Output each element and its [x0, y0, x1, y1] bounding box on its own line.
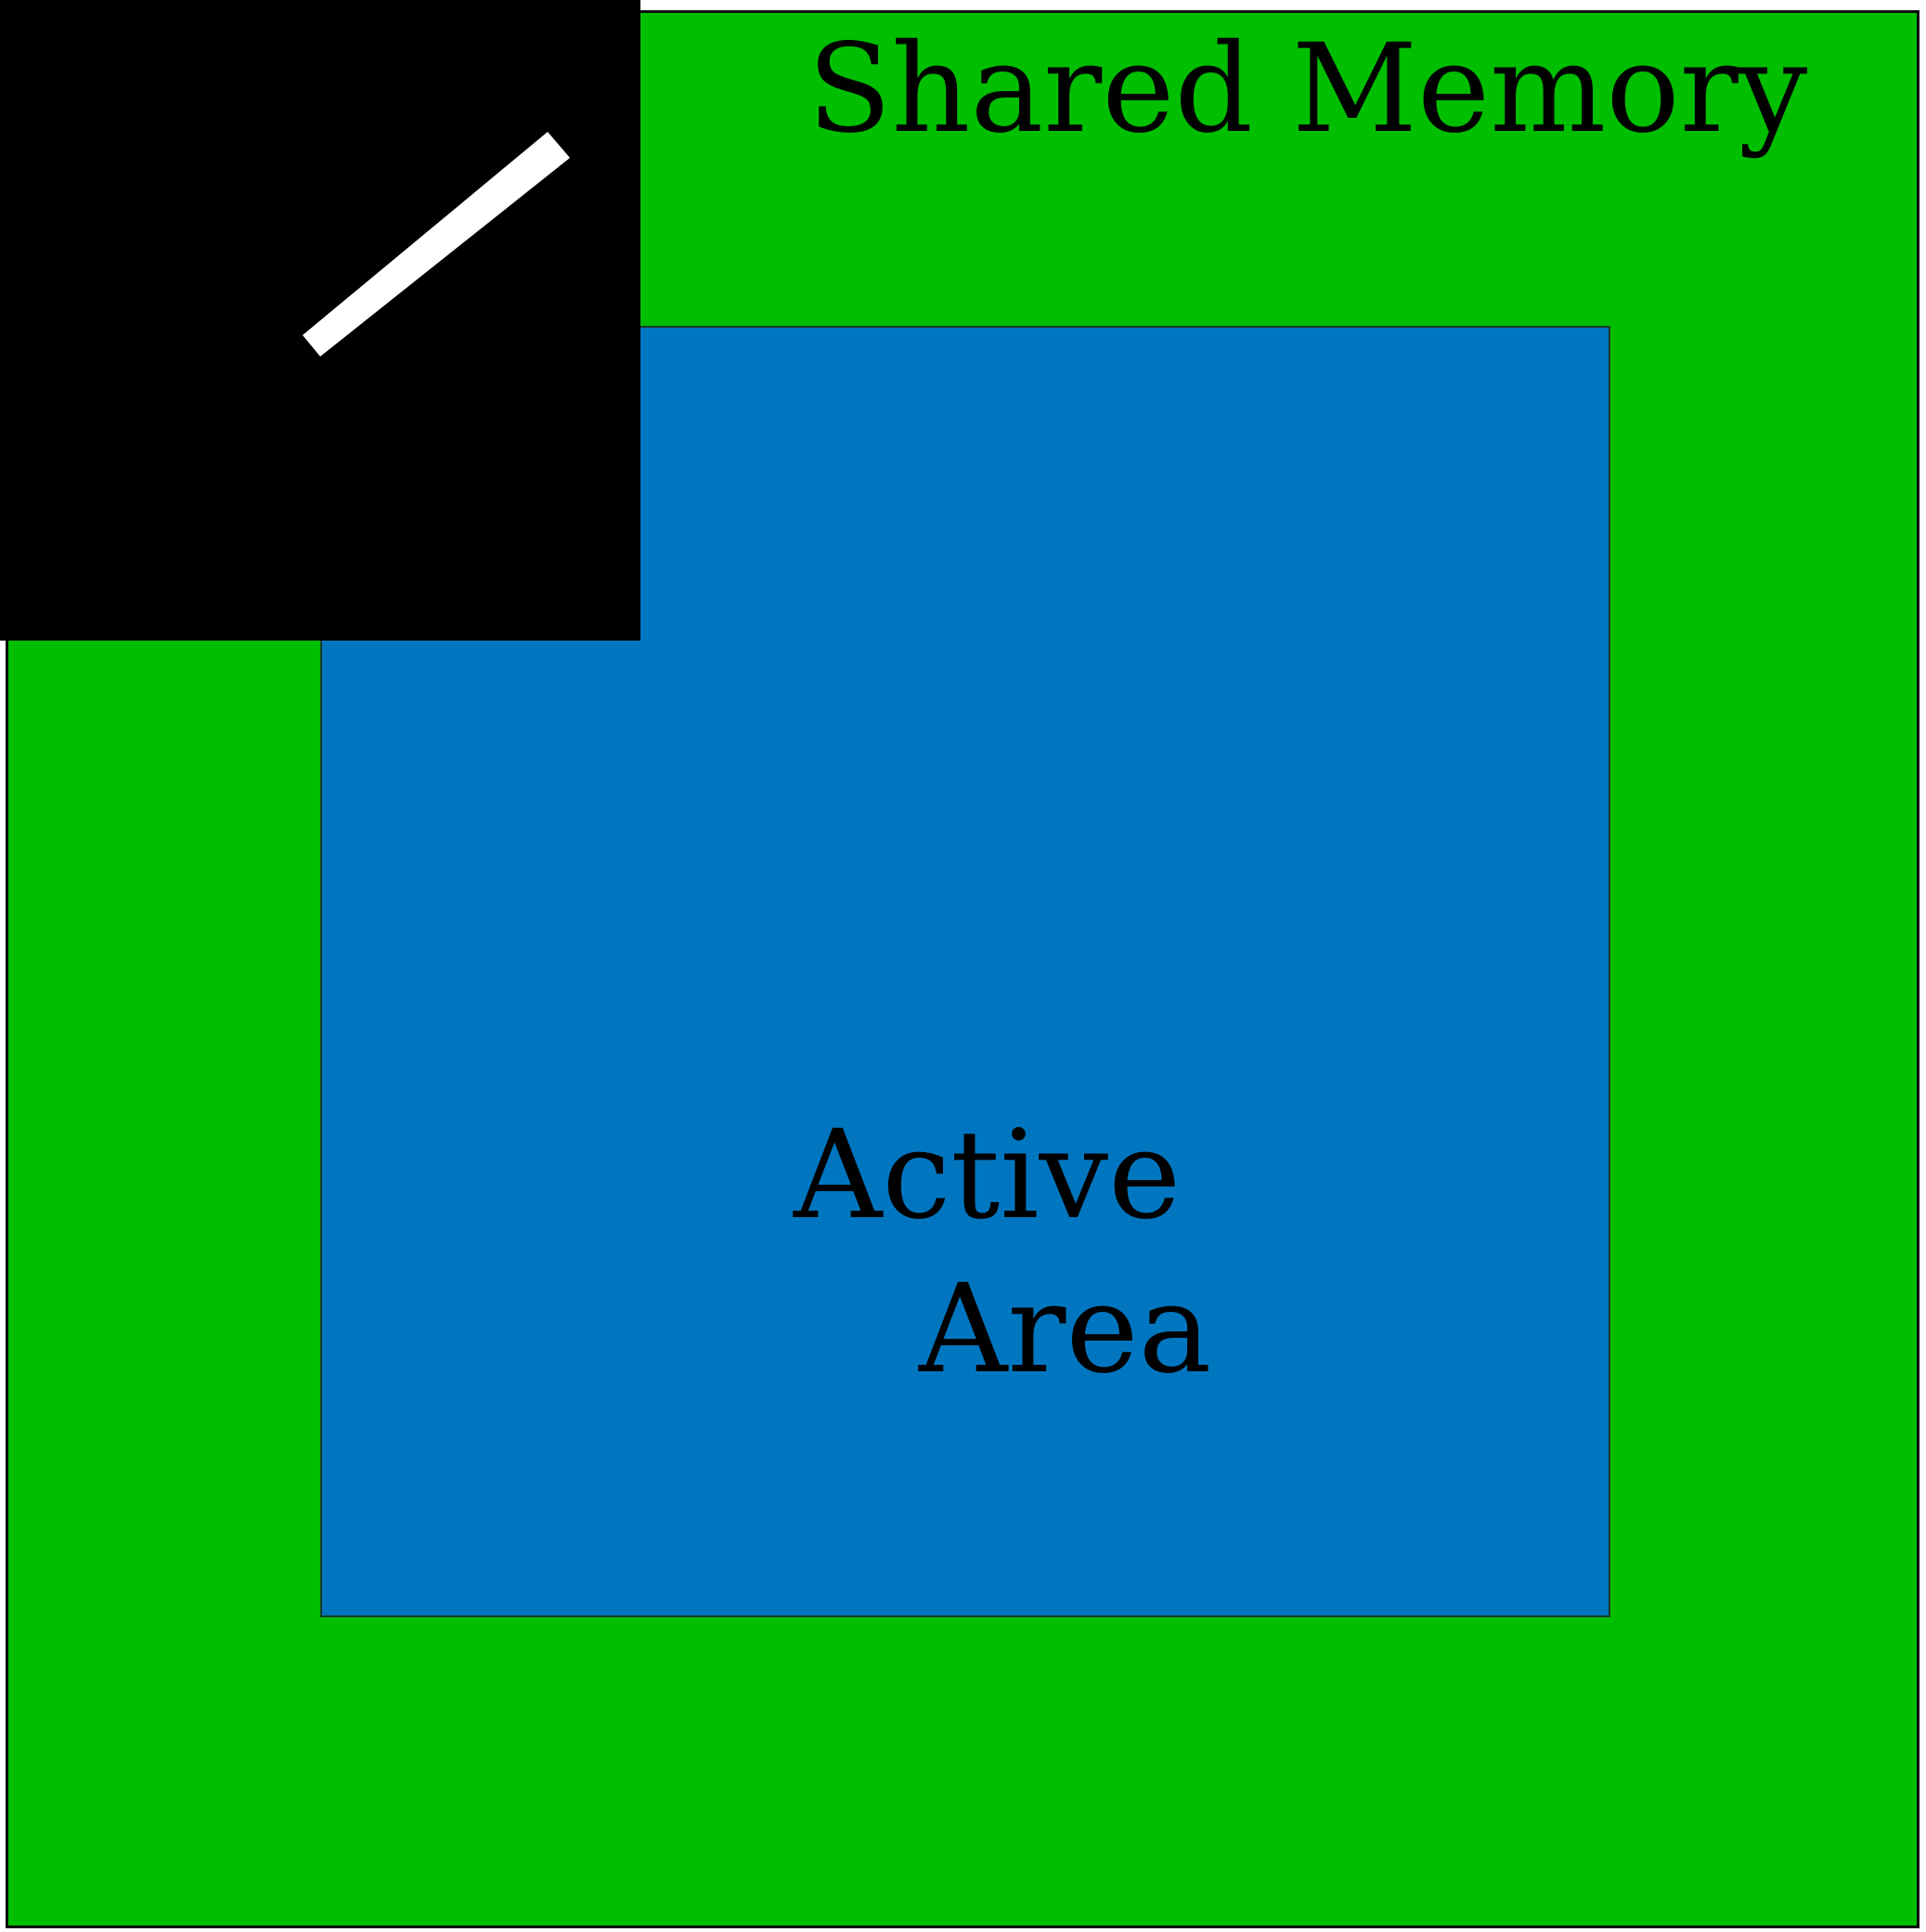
slash-icon: [303, 132, 570, 357]
slash-icon-shape: [303, 132, 570, 357]
active-area-label-line-2: Area: [919, 1258, 1212, 1401]
shared-memory-label: Shared Memory: [808, 18, 1808, 161]
active-area-label-line-1: Active: [794, 1104, 1182, 1247]
corner-overlay-block: [0, 0, 640, 641]
